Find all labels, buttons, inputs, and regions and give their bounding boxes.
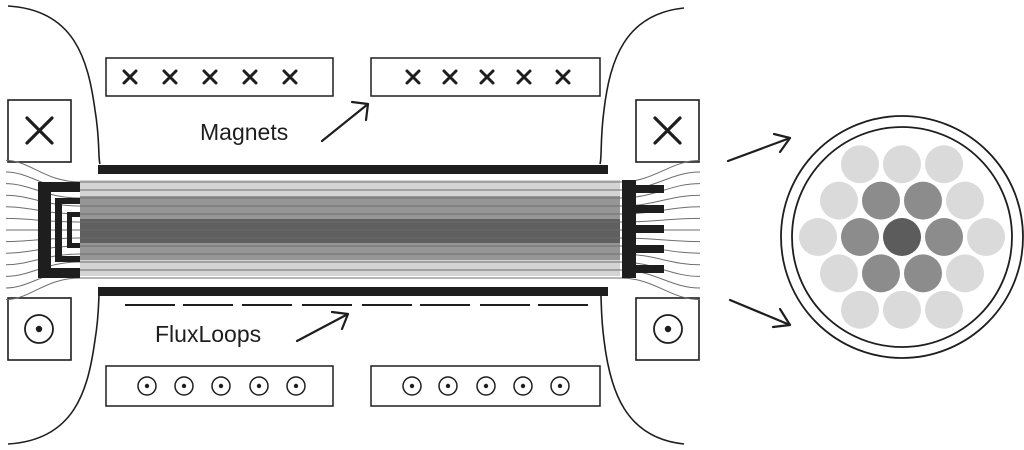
cross-icon	[555, 69, 571, 85]
cross-icon	[282, 69, 298, 85]
cross-icon	[25, 116, 54, 145]
cross-icon	[516, 69, 532, 85]
plasma-filament	[841, 145, 879, 184]
side-box-bottom-left	[7, 297, 72, 361]
dot-in-circle-icon	[137, 376, 157, 396]
side-cross-icons	[25, 116, 682, 145]
dot-in-circle-icon	[174, 376, 194, 396]
field-line	[5, 171, 701, 191]
cross-icon	[162, 69, 178, 85]
dot-in-circle-icon	[513, 376, 533, 396]
boundary-bottom-left	[7, 287, 101, 445]
cross-icon	[442, 69, 458, 85]
magnet-coils-top	[105, 57, 601, 97]
plasma-filament	[799, 218, 837, 256]
magnet-coils-bottom	[105, 365, 601, 407]
field-lines	[5, 159, 701, 301]
side-box-top-right	[635, 99, 700, 163]
magnet-box-top-right	[370, 57, 601, 97]
cross-icon	[479, 69, 495, 85]
field-line	[5, 237, 701, 243]
cross-markers-top	[122, 69, 571, 85]
side-coils	[7, 99, 700, 361]
cross-icon	[242, 69, 258, 85]
channel-inner-band	[80, 219, 620, 243]
magnets-label: Magnets	[200, 119, 288, 145]
cross-section-view	[780, 115, 1024, 359]
magnet-box-bottom-right	[370, 365, 601, 407]
bottom-electrode-bar	[98, 287, 608, 296]
dot-in-circle-icon	[24, 314, 54, 344]
flux-loops-label: FluxLoops	[155, 321, 261, 347]
plasma-filament	[883, 290, 921, 329]
magnets-arrow	[320, 100, 370, 143]
plasma-filament	[820, 181, 858, 220]
plasma-filament	[883, 145, 921, 184]
side-dot-icons	[24, 314, 683, 344]
plasma-filament	[904, 254, 942, 293]
field-line	[5, 159, 701, 183]
field-line	[5, 261, 701, 277]
side-box-top-left	[7, 99, 72, 163]
dot-in-circle-icon	[286, 376, 306, 396]
dot-in-circle-icon	[476, 376, 496, 396]
flux-loops-arrow	[295, 310, 350, 343]
plasma-filament	[946, 181, 984, 220]
cross-section-arrow-lower	[728, 298, 792, 329]
plasma-channel	[5, 159, 701, 301]
field-line	[5, 183, 701, 199]
field-line	[5, 245, 701, 254]
plasma-filament	[862, 181, 900, 220]
plasma-filament	[925, 218, 963, 256]
magnet-box-top-left	[105, 57, 334, 97]
left-electrode	[38, 182, 80, 278]
field-line	[5, 217, 701, 223]
plasma-filament	[904, 181, 942, 220]
field-line	[5, 277, 701, 301]
boundary-bottom-right	[599, 287, 685, 445]
plasma-filament	[841, 290, 879, 329]
dot-in-circle-icon	[402, 376, 422, 396]
right-electrode	[622, 180, 664, 278]
plasma-filaments	[799, 145, 1005, 329]
cross-icon	[405, 69, 421, 85]
cross-icon	[653, 116, 682, 145]
cross-section-outer-ring	[780, 115, 1024, 359]
plasma-filament	[925, 290, 963, 329]
field-line	[5, 194, 701, 207]
dot-markers-bottom	[137, 376, 570, 396]
magnet-box-bottom-left	[105, 365, 334, 407]
cross-section-arrow-upper	[726, 132, 792, 163]
dot-in-circle-icon	[550, 376, 570, 396]
plasma-filament	[967, 218, 1005, 256]
outer-boundary	[7, 5, 685, 445]
boundary-top-right	[599, 7, 685, 165]
cross-icon	[202, 69, 218, 85]
cross-icon	[122, 69, 138, 85]
plasma-filament	[820, 254, 858, 293]
field-line	[5, 269, 701, 289]
dot-in-circle-icon	[211, 376, 231, 396]
boundary-top-left	[7, 5, 101, 165]
dot-in-circle-icon	[249, 376, 269, 396]
plasma-filament	[862, 254, 900, 293]
field-line	[5, 253, 701, 266]
cross-section-inner-ring	[791, 126, 1013, 348]
plasma-filament	[841, 218, 879, 256]
plasma-filament	[883, 218, 921, 256]
plasma-filament	[946, 254, 984, 293]
dot-in-circle-icon	[438, 376, 458, 396]
side-box-bottom-right	[635, 297, 700, 361]
plasma-filament	[925, 145, 963, 184]
dot-in-circle-icon	[653, 314, 683, 344]
top-electrode-bar	[98, 165, 608, 174]
field-line	[5, 206, 701, 215]
label-arrows	[295, 100, 792, 343]
